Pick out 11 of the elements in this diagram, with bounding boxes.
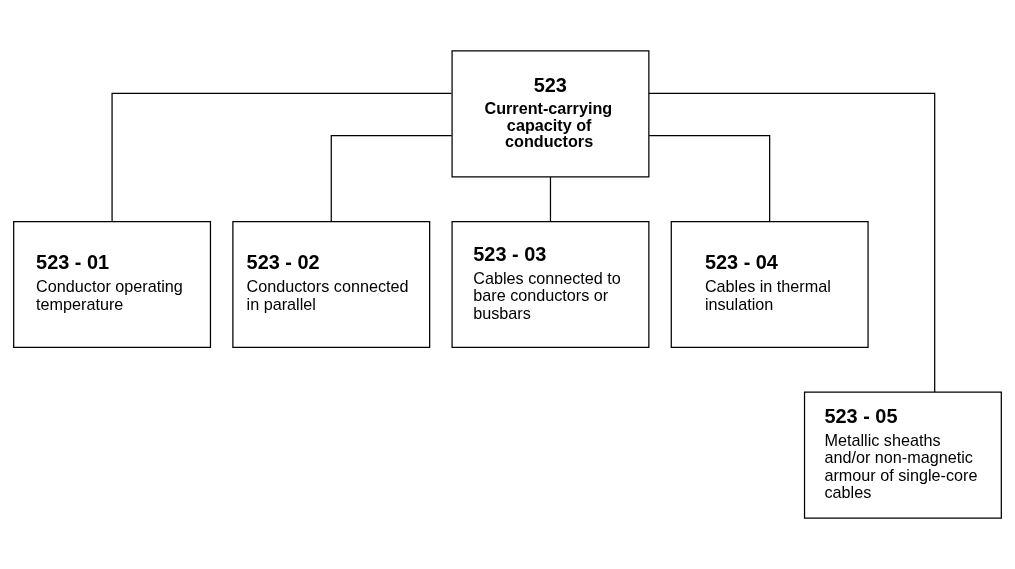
connector	[111, 92, 453, 222]
node-box: 523 - 02 Conductors connected in parallel	[232, 221, 431, 348]
node-box: 523 Current-carrying capacity of conductors	[451, 50, 650, 178]
connector	[549, 176, 552, 222]
node-box: 523 - 04 Cables in thermal insulation	[670, 221, 869, 348]
node-box: 523 - 05 Metallic sheaths and/or non-magnetic armour of single-core cables	[803, 391, 1002, 519]
node-box: 523 - 01 Conductor operating temperature	[13, 221, 212, 348]
connector	[330, 135, 453, 222]
connector	[648, 92, 936, 393]
connector	[648, 135, 771, 222]
node-box: 523 - 03 Cables connected to bare conductors or busbars	[451, 221, 650, 348]
